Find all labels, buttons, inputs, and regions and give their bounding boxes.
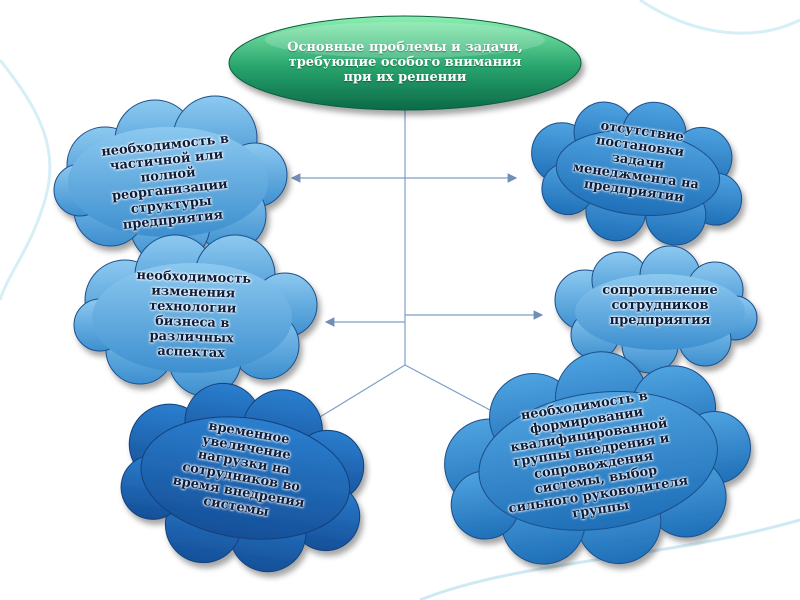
cloud-shape-qualified-group: [444, 351, 751, 565]
cloud-shape-technology-change: [73, 234, 318, 397]
cloud-reorganization-text: необходимость в частичной или полной рео…: [100, 131, 230, 234]
cloud-staff-resistance-text: сопротивление сотрудников предприятия: [602, 283, 718, 328]
diagram-title: Основные проблемы и задачи, требующие ос…: [287, 40, 523, 85]
branch-right-bottom: [404, 364, 491, 411]
cloud-shape-staff-resistance: [554, 245, 758, 374]
background-wave-left: [0, 59, 52, 301]
connectors: [290, 110, 544, 421]
cloud-shape-reorganization: [53, 95, 288, 266]
background-wave-bottom: [419, 518, 800, 600]
background-wave-right: [639, 0, 800, 35]
cloud-shape-temporary-load: [120, 382, 365, 573]
title-ellipse-shine: [265, 22, 545, 58]
branch-left-bottom: [314, 364, 406, 421]
title-ellipse: [228, 15, 582, 111]
cloud-technology-change-text: необходимость изменения технологии бизне…: [136, 268, 252, 362]
cloud-shape-management-task: [531, 101, 743, 246]
